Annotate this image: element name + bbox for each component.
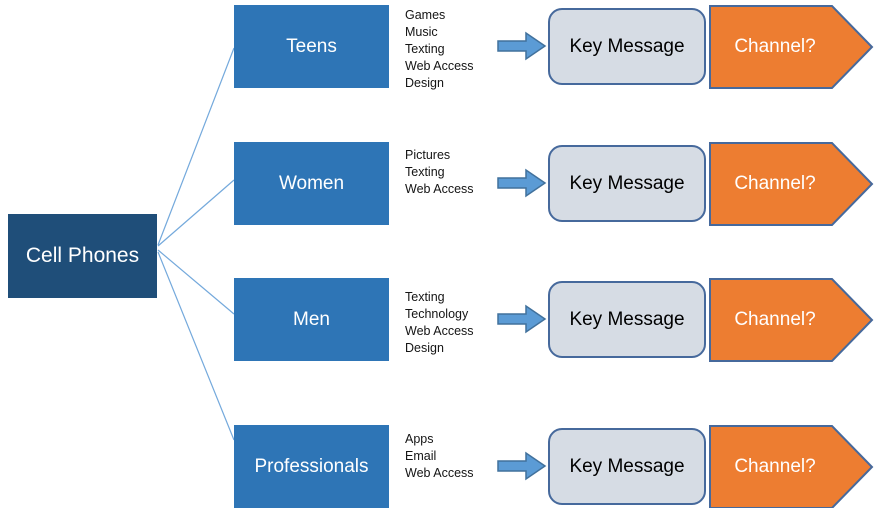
segment-box: Women <box>234 142 389 225</box>
segment-label: Professionals <box>254 455 369 477</box>
flow-arrow-icon <box>497 168 547 198</box>
channel-arrow-shape <box>709 5 874 89</box>
key-message-box: Key Message <box>548 8 706 85</box>
key-message-box: Key Message <box>548 145 706 222</box>
key-message-label: Key Message <box>569 35 685 57</box>
segment-box: Professionals <box>234 425 389 508</box>
key-message-label: Key Message <box>569 455 685 477</box>
channel-arrow-shape <box>709 425 874 508</box>
key-message-box: Key Message <box>548 281 706 358</box>
key-message-label: Key Message <box>569 308 685 330</box>
key-message-label: Key Message <box>569 172 685 194</box>
segment-label: Men <box>293 308 330 330</box>
segment-label: Women <box>278 172 345 194</box>
flow-arrow-icon <box>497 31 547 61</box>
channel-arrow-shape <box>709 142 874 226</box>
feature-list: Games Music Texting Web Access Design <box>405 8 474 90</box>
feature-list: Pictures Texting Web Access <box>405 148 474 196</box>
flow-arrow-icon <box>497 451 547 481</box>
segment-box: Men <box>234 278 389 361</box>
cell-phones-label: Cell Phones <box>25 244 140 267</box>
feature-list: Apps Email Web Access <box>405 432 474 480</box>
segment-box: Teens <box>234 5 389 88</box>
flow-arrow-icon <box>497 304 547 334</box>
key-message-box: Key Message <box>548 428 706 505</box>
channel-arrow-shape <box>709 278 874 362</box>
cell-phones-box: Cell Phones <box>8 214 157 298</box>
feature-list: Texting Technology Web Access Design <box>405 290 474 355</box>
segment-label: Teens <box>286 35 337 57</box>
